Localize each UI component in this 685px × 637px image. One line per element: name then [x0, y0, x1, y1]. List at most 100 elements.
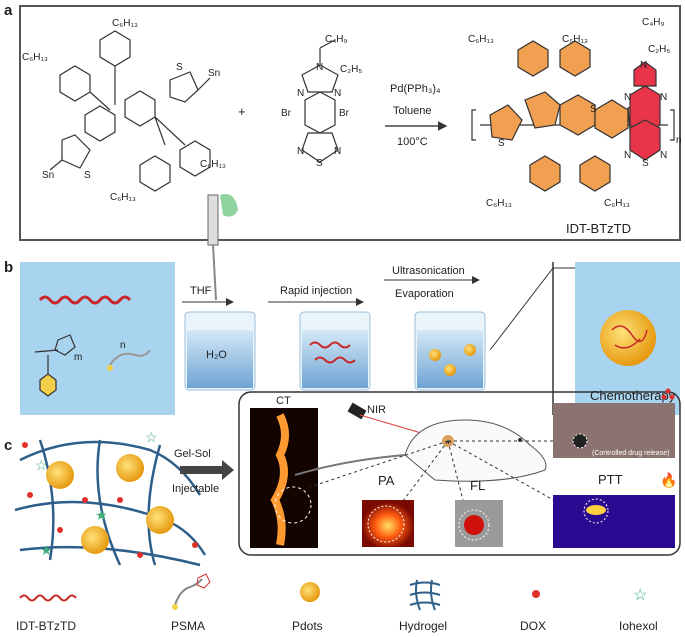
photo-caption: (Controlled drug release): [592, 450, 669, 457]
svg-text:☆: ☆: [35, 457, 48, 473]
imaging-panel-frame: [238, 391, 681, 556]
product-structure: [471, 40, 675, 192]
panel-a-frame: [19, 5, 681, 241]
hydrogel-network: [14, 439, 207, 567]
psma-structure: [34, 334, 151, 397]
svg-text:☆: ☆: [145, 429, 158, 445]
product-name: IDT-BTzTD: [566, 221, 631, 236]
monomer-btz-labels: C₄H₉ C₂H₅ N N N Br Br N N S: [281, 34, 362, 169]
hydrogel-network-icon: [409, 579, 441, 611]
svg-text:C₄H₉: C₄H₉: [325, 34, 348, 45]
svg-text:C₆H₁₃: C₆H₁₃: [200, 159, 226, 170]
svg-text:N: N: [334, 88, 341, 99]
pdot-nanoparticle: [600, 310, 656, 366]
pdot-nanoparticle-icon: [300, 582, 320, 602]
red-dot-icon: [532, 590, 540, 598]
svg-text:N: N: [624, 92, 631, 103]
monomer-idt-structure: [49, 30, 211, 192]
svg-text:S: S: [642, 158, 649, 169]
svg-text:S: S: [316, 158, 323, 169]
zoom-lines: [489, 267, 575, 351]
fl-circle: [458, 509, 490, 541]
svg-text:C₂H₅: C₂H₅: [340, 64, 362, 75]
svg-text:★: ★: [40, 542, 53, 558]
green-star-icon: ☆: [633, 587, 647, 604]
panel-label-b: b: [4, 259, 13, 276]
svg-text:C₄H₉: C₄H₉: [642, 17, 665, 28]
ct-tumor-circle: [274, 486, 312, 524]
step-ultrasonication: Ultrasonication: [392, 265, 465, 277]
svg-text:C₆H₁₃: C₆H₁₃: [110, 192, 136, 203]
panel-label-c: c: [4, 437, 12, 454]
gel-sol-arrow: [180, 460, 234, 480]
svg-text:C₆H₁₃: C₆H₁₃: [562, 34, 588, 45]
plus-sign: +: [238, 104, 246, 119]
legend-label: Pdots: [292, 619, 323, 633]
svg-text:N: N: [624, 150, 631, 161]
step-evaporation: Evaporation: [395, 288, 454, 300]
svg-text:Sn: Sn: [208, 68, 220, 79]
svg-text:N: N: [316, 62, 323, 73]
svg-text:C₆H₁₃: C₆H₁₃: [604, 198, 630, 209]
legend-label: DOX: [520, 619, 546, 633]
psma-molecule-icon: [172, 573, 211, 610]
polymer-index-n: n: [120, 340, 126, 351]
svg-text:C₆H₁₃: C₆H₁₃: [112, 18, 138, 29]
iohexol-stars: ☆ ★ ☆ ★: [35, 429, 158, 558]
svg-text:Sn: Sn: [42, 170, 54, 181]
beaker-1: [184, 311, 256, 391]
monomer-btz-structure: [301, 39, 339, 163]
chemotherapy-photo: [553, 403, 675, 458]
svg-text:N: N: [660, 150, 667, 161]
fl-label: FL: [470, 478, 485, 493]
svg-text:N: N: [640, 60, 647, 71]
ptt-label: PTT: [598, 472, 623, 487]
reaction-conditions: Pd(PPh₃)₄ Toluene 100°C: [385, 83, 448, 148]
legend-label: IDT-BTzTD: [16, 619, 76, 633]
svg-text:N: N: [297, 88, 304, 99]
svg-text:C₆H₁₃: C₆H₁₃: [468, 34, 494, 45]
step-rapid-injection: Rapid injection: [280, 285, 352, 297]
legend-label: PSMA: [171, 619, 205, 633]
svg-text:S: S: [498, 138, 505, 149]
beaker-2: [299, 311, 371, 391]
nir-laser-icon: [347, 402, 367, 420]
pa-label: PA: [378, 473, 395, 488]
injectable-label: Injectable: [172, 483, 219, 495]
pa-image: [362, 500, 414, 547]
tumor-site: [572, 433, 588, 449]
ptt-hotspot: [586, 505, 606, 515]
ct-label: CT: [276, 395, 291, 407]
svg-text:C₆H₁₃: C₆H₁₃: [22, 52, 48, 63]
flame-icon: 🔥: [660, 472, 677, 489]
mouse-illustration: [294, 419, 547, 482]
product-labels: C₆H₁₃ C₆H₁₃ C₆H₁₃ C₆H₁₃ C₄H₉ C₂H₅ S S N …: [468, 17, 682, 209]
svg-text:S: S: [84, 170, 91, 181]
svg-text:Br: Br: [339, 108, 350, 119]
svg-text:C₆H₁₃: C₆H₁₃: [486, 198, 512, 209]
svg-text:Toluene: Toluene: [393, 105, 432, 117]
dox-dots-icon: [661, 388, 675, 400]
step-thf: THF: [190, 285, 212, 297]
svg-text:★: ★: [95, 507, 108, 523]
pa-circle: [367, 505, 405, 543]
gel-sol-label: Gel-Sol: [174, 448, 211, 460]
connector-lines: [309, 440, 576, 521]
svg-text:Br: Br: [281, 108, 292, 119]
monomer-idt-labels: C₆H₁₃ C₆H₁₃ C₆H₁₃ C₆H₁₃ Sn Sn S S: [22, 18, 226, 203]
legend-label: Hydrogel: [399, 619, 447, 633]
idt-btztd-polymer: [38, 295, 132, 305]
svg-text:C₂H₅: C₂H₅: [648, 44, 670, 55]
beaker-water-label: H₂O: [206, 349, 227, 361]
svg-text:S: S: [590, 104, 597, 115]
ptt-circle: [583, 498, 609, 524]
panel-label-a: a: [4, 2, 13, 19]
svg-text:100°C: 100°C: [397, 136, 428, 148]
svg-text:n: n: [676, 135, 682, 146]
svg-text:N: N: [660, 92, 667, 103]
dox-dots: [22, 442, 198, 558]
legend-label: Iohexol: [619, 619, 658, 633]
pipette-icon: [207, 194, 238, 301]
pdot-inner-polymer: [611, 325, 648, 349]
